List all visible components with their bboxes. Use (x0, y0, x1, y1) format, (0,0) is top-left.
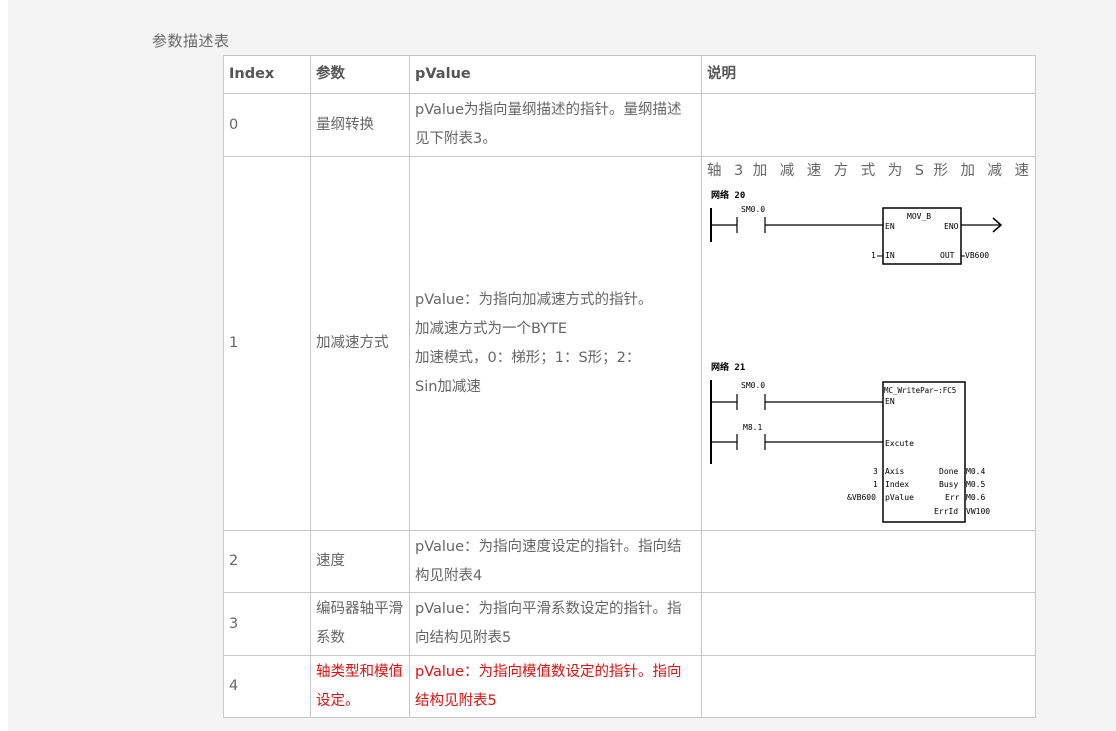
output-value: VW100 (966, 507, 990, 516)
output-value: M0.5 (966, 480, 985, 489)
pin-in: IN (885, 251, 895, 260)
output-pin: Busy (939, 480, 958, 489)
output-value: M0.4 (966, 467, 985, 476)
input-pin: Index (885, 480, 909, 489)
mov-b-block (882, 207, 962, 265)
cell-param: 轴类型和模值设定。 (310, 655, 410, 718)
cell-param: 量纲转换 (310, 93, 410, 157)
cell-index: 4 (223, 655, 311, 718)
header-row: Index 参数 pValue 说明 (223, 55, 1036, 94)
cell-pvalue: pValue：为指向模值数设定的指针。指向结构见附表5 (409, 655, 702, 718)
pin-eno: ENO (944, 222, 959, 231)
pvalue-line: Sin加减速 (415, 378, 481, 395)
pvalue-line: 加速模式，0：梯形；1：S形；2： (415, 349, 641, 366)
input-pin: Axis (885, 467, 904, 476)
cell-param: 速度 (310, 530, 410, 593)
block-title: MC_WritePar~:FC5 (884, 386, 956, 395)
cell-note (701, 530, 1036, 593)
table-row: 2 速度 pValue：为指向速度设定的指针。指向结构见附表4 (223, 530, 1036, 593)
header-pvalue: pValue (409, 55, 702, 94)
output-pin: Done (939, 467, 958, 476)
cell-pvalue: pValue：为指向速度设定的指针。指向结构见附表4 (409, 530, 702, 593)
input-value: &VB600 (847, 493, 876, 502)
contact-label: SM0.0 (741, 205, 765, 214)
arrow-icon (992, 217, 1003, 233)
in-value: 1 (871, 251, 876, 260)
contact-label: M8.1 (743, 423, 762, 432)
cell-note (701, 655, 1036, 718)
input-value: 3 (873, 467, 878, 476)
pin-en: EN (885, 397, 895, 406)
network-title: 网络 21 (711, 361, 745, 373)
cell-index: 0 (223, 93, 311, 157)
pvalue-line: 加减速方式为一个BYTE (415, 320, 568, 337)
note-text: 轴 3 加 减 速 方 式 为 S 形 加 减 速 (707, 163, 1030, 179)
cell-note (701, 93, 1036, 157)
input-pin: pValue (885, 493, 914, 502)
cell-param: 编码器轴平滑系数 (310, 592, 410, 656)
pin-en: EN (885, 222, 895, 231)
header-param: 参数 (310, 55, 410, 94)
cell-pvalue: pValue：为指向平滑系数设定的指针。指向结构见附表5 (409, 592, 702, 656)
pin-excute: Excute (885, 439, 914, 448)
cell-pvalue: pValue为指向量纲描述的指针。量纲描述见下附表3。 (409, 93, 702, 157)
input-value: 1 (873, 480, 878, 489)
pin-out: OUT (940, 251, 955, 260)
header-note: 说明 (701, 55, 1036, 94)
network-title: 网络 20 (711, 189, 745, 201)
cell-note: 轴 3 加 减 速 方 式 为 S 形 加 减 速 网络 20 SM0.0 MO… (701, 156, 1036, 531)
contact-label: SM0.0 (741, 381, 765, 390)
table-row: 4 轴类型和模值设定。 pValue：为指向模值数设定的指针。指向结构见附表5 (223, 655, 1036, 718)
pvalue-line: pValue：为指向加减速方式的指针。 (415, 291, 653, 308)
output-pin: ErrId (934, 507, 958, 516)
cell-index: 2 (223, 530, 311, 593)
cell-param: 加减速方式 (310, 156, 410, 531)
out-value: VB600 (965, 251, 989, 260)
header-index: Index (223, 55, 311, 94)
output-pin: Err (945, 493, 960, 502)
mc-writepar-block (882, 381, 966, 523)
ladder-diagram: 网络 20 SM0.0 MOV_B EN ENO IN OUT 1 VB600 (707, 186, 1007, 526)
table-caption: 参数描述表 (152, 32, 230, 50)
cell-index: 3 (223, 592, 311, 656)
cell-pvalue: pValue：为指向加减速方式的指针。 加减速方式为一个BYTE 加速模式，0：… (409, 156, 702, 531)
parameter-table: Index 参数 pValue 说明 0 量纲转换 pValue为指向量纲描述的… (223, 55, 1036, 718)
cell-index: 1 (223, 156, 311, 531)
table-row: 0 量纲转换 pValue为指向量纲描述的指针。量纲描述见下附表3。 (223, 93, 1036, 157)
output-value: M0.6 (966, 493, 985, 502)
table-row: 3 编码器轴平滑系数 pValue：为指向平滑系数设定的指针。指向结构见附表5 (223, 592, 1036, 656)
block-title: MOV_B (907, 212, 931, 221)
cell-note (701, 592, 1036, 656)
table-row: 1 加减速方式 pValue：为指向加减速方式的指针。 加减速方式为一个BYTE… (223, 156, 1036, 531)
